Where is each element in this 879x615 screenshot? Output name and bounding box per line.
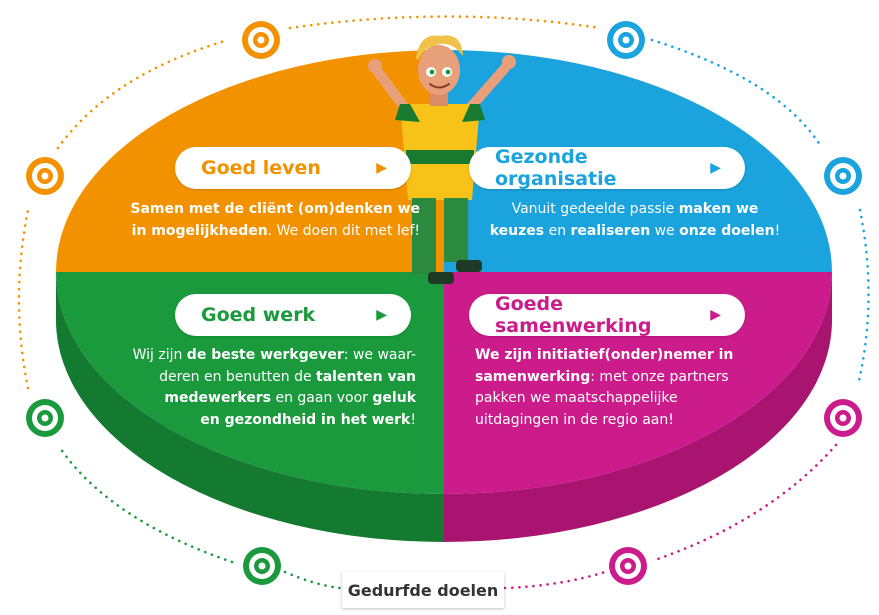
text: Wij zijn [132,347,187,363]
text: en gaan voor [271,390,373,406]
description-line: keuzes en realiseren we onze doelen! [475,221,795,243]
goede-samenwerking-title: Goede samenwerking [495,293,652,337]
gedurfde-doelen-label: Gedurfde doelen [342,572,504,608]
description-line: uitdagingen in de regio aan! [475,410,815,432]
goede-samenwerking-description: We zijn initiatief(onder)nemer in samenwe… [475,345,815,431]
bold-text: in mogelijkheden [131,222,268,239]
description-line: Samen met de cliënt (om)denken we [96,199,420,221]
description-line: samenwerking: met onze partners [475,367,815,389]
text: ! [410,411,416,428]
play-arrow-icon: ▶ [376,160,387,176]
bold-text: maken we [678,201,759,217]
target-icon [243,547,281,585]
description-line: We zijn initiatief(onder)nemer in [475,345,815,367]
bold-text: de beste werkgever [186,347,344,363]
text: we [650,222,680,239]
text: : we waar- [343,347,416,363]
bold-text: talenten van [316,368,416,385]
description-line: Vanuit gedeelde passie maken we [475,199,795,221]
bold-text: en gezondheid in het werk [200,411,411,428]
text: ! [774,222,781,239]
bold-text: geluk [372,390,416,406]
target-icon [609,547,647,585]
text: Vanuit gedeelde passie [511,201,679,217]
text: en [544,222,571,239]
play-arrow-icon: ▶ [710,307,721,323]
target-icon [607,21,645,59]
text: deren en benutten de [159,368,317,385]
text: pakken we maatschappelijke [475,390,678,406]
bold-text: realiseren [570,222,651,239]
target-icon [242,21,280,59]
goed-leven-button[interactable]: Goed leven ▶ [175,147,411,189]
description-line: Wij zijn de beste werkgever: we waar- [96,345,416,367]
bold-text: keuzes [489,222,545,239]
bold-text: onze doelen [679,222,775,239]
description-line: pakken we maatschappelijke [475,388,815,410]
play-arrow-icon: ▶ [710,160,721,176]
goed-leven-description: Samen met de cliënt (om)denken we in moge… [96,199,420,242]
disc-side-right [444,272,832,542]
text: uitdagingen in de regio aan! [475,411,674,428]
text: : met onze partners [590,368,729,385]
bold-text: Samen met de cliënt (om)denken we [130,201,420,217]
target-icon [26,157,64,195]
gezonde-organisatie-title: Gezonde organisatie [495,146,617,190]
text: . We doen dit met lef! [267,222,420,239]
disc-side-left [56,272,444,542]
description-line: in mogelijkheden. We doen dit met lef! [96,221,420,243]
bold-text: samenwerking [475,368,591,385]
target-icon [26,399,64,437]
bold-text: medewerkers [164,390,272,406]
goed-leven-title: Goed leven [201,157,321,179]
goed-werk-title: Goed werk [201,304,316,326]
description-line: medewerkers en gaan voor geluk [96,388,416,410]
target-icon [824,399,862,437]
play-arrow-icon: ▶ [376,307,387,323]
gezonde-organisatie-button[interactable]: Gezonde organisatie ▶ [469,146,745,190]
orbit-dotted-ring [17,15,870,590]
target-icon [824,157,862,195]
character-illustration [368,35,516,284]
goed-werk-button[interactable]: Goed werk ▶ [175,294,411,336]
goede-samenwerking-button[interactable]: Goede samenwerking ▶ [469,293,745,337]
description-line: en gezondheid in het werk! [96,410,416,432]
bold-text: We zijn initiatief(onder)nemer in [475,347,734,363]
description-line: deren en benutten de talenten van [96,367,416,389]
goed-werk-description: Wij zijn de beste werkgever: we waar-der… [96,345,416,431]
